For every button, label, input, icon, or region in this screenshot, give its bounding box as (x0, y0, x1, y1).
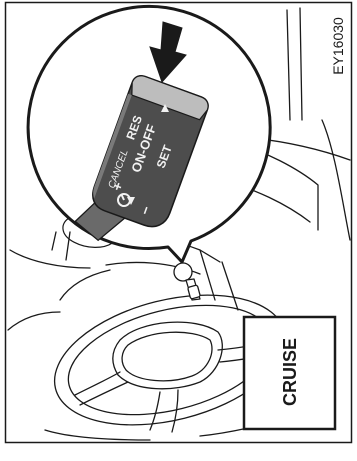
cruise-indicator: CRUISE (244, 317, 335, 429)
figure-id-code: EY16030 (330, 17, 346, 75)
cruise-indicator-label: CRUISE (280, 338, 300, 406)
